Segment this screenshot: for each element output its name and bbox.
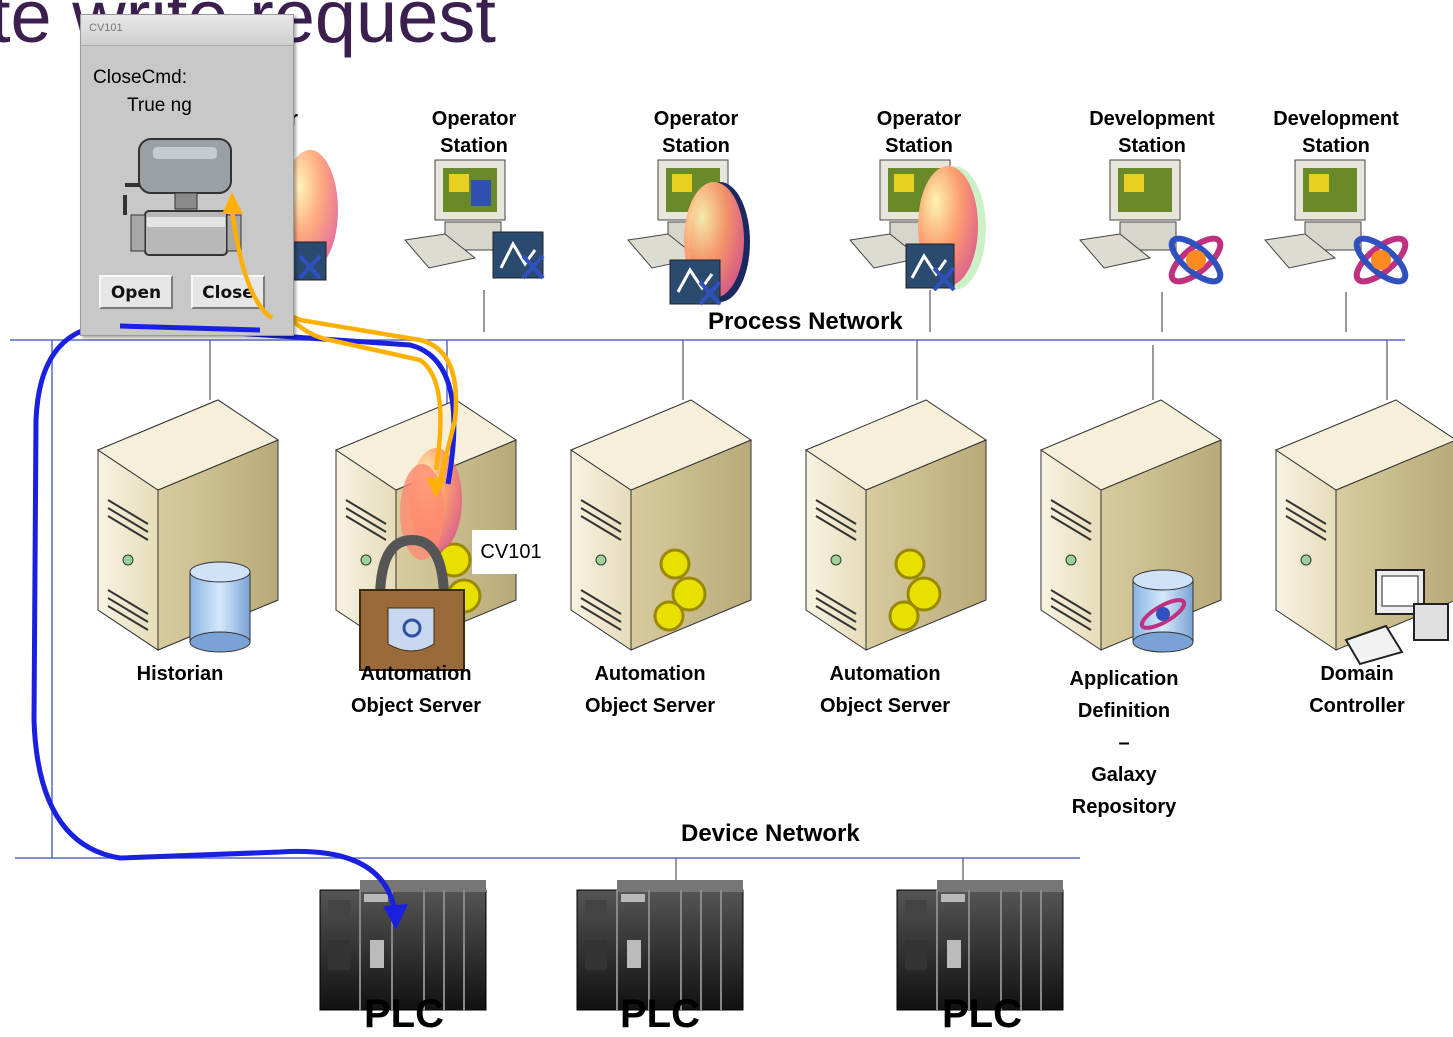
server-icon-historian bbox=[96, 399, 280, 653]
server-icon-domain bbox=[1274, 399, 1453, 666]
command-value: True ng bbox=[127, 95, 192, 116]
valve-faceplate-popup[interactable]: CV101 CloseCmd: True ng Open Close bbox=[80, 14, 294, 336]
plc-label: PLC bbox=[620, 992, 700, 1036]
open-button[interactable]: Open bbox=[99, 275, 173, 309]
server-label-historian: Historian bbox=[136, 663, 224, 685]
valve-icon bbox=[123, 138, 242, 256]
plc-icon bbox=[896, 880, 1064, 1011]
development-station-icon bbox=[1079, 159, 1224, 285]
close-button[interactable]: Close bbox=[191, 275, 265, 309]
server-icon-aos-2 bbox=[569, 399, 753, 651]
object-tag: CV101 bbox=[472, 530, 550, 574]
device-network-label: Device Network bbox=[681, 820, 860, 847]
operator-station-icon bbox=[849, 159, 986, 292]
operator-station-icon bbox=[627, 159, 750, 306]
operator-station-icon bbox=[404, 159, 545, 280]
plc-label: PLC bbox=[942, 992, 1022, 1036]
development-station-icon bbox=[1264, 159, 1409, 285]
plc-icon bbox=[576, 880, 744, 1011]
popup-titlebar[interactable]: CV101 bbox=[81, 15, 293, 46]
server-icon-galaxy bbox=[1039, 399, 1223, 653]
process-network-label: Process Network bbox=[708, 308, 903, 335]
plc-label: PLC bbox=[364, 992, 444, 1036]
command-label: CloseCmd: bbox=[93, 67, 187, 88]
server-icon-aos-3 bbox=[804, 399, 988, 651]
read-path-arrow bbox=[31, 322, 457, 921]
popup-title: CV101 bbox=[89, 22, 123, 34]
plc-icon bbox=[319, 880, 487, 1011]
